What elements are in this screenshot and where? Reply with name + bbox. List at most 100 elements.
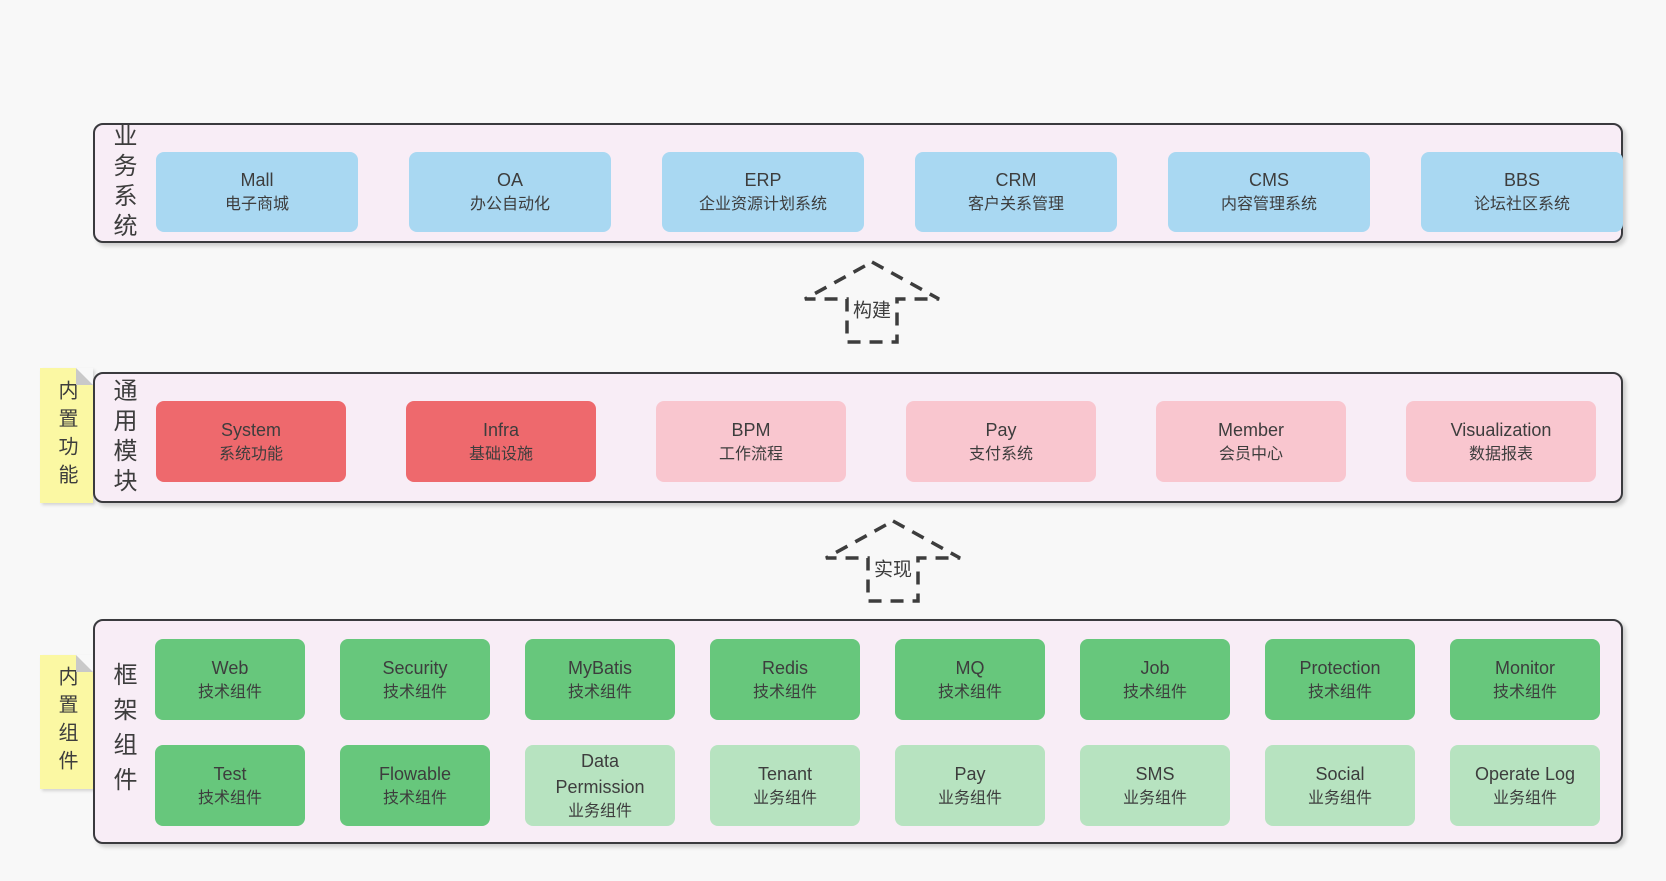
box-flowable: Flowable 技术组件 (340, 745, 490, 826)
sticky-note-builtin-features: 内置功能 (40, 368, 93, 503)
box-sms: SMS 业务组件 (1080, 745, 1230, 826)
layer-label-framework-components: 框架组件 (109, 661, 136, 802)
sticky-note-builtin-components: 内置组件 (40, 655, 93, 789)
box-subtitle: 技术组件 (1307, 683, 1372, 701)
box-test: Test 技术组件 (155, 745, 305, 826)
box-security: Security 技术组件 (340, 639, 490, 720)
layer-label-business-systems: 业务系统 (109, 123, 136, 243)
box-title: Test (213, 763, 247, 784)
arrow-implement: 实现 (823, 518, 963, 604)
module-row: Test 技术组件 Flowable 技术组件 Data Permission … (155, 745, 1600, 826)
layer-framework-components: 框架组件 Web 技术组件 Security 技术组件 MyBatis 技术组件… (93, 619, 1623, 844)
box-subtitle: 技术组件 (382, 789, 447, 807)
box-title: OA (496, 170, 523, 191)
layer-business-systems: 业务系统 Mall 电子商城 OA 办公自动化 ERP 企业资源计划系统 CRM… (93, 123, 1623, 243)
box-title: SMS (1135, 763, 1175, 784)
module-row: System 系统功能 Infra 基础设施 BPM 工作流程 Pay 支付系统… (156, 401, 1596, 482)
layer-label-common-modules: 通用模块 (109, 377, 136, 498)
box-subtitle: 企业资源计划系统 (698, 196, 827, 214)
box-title: ERP (744, 170, 782, 191)
box-system: System 系统功能 (156, 401, 346, 482)
box-crm: CRM 客户关系管理 (915, 152, 1117, 232)
box-title: Web (211, 657, 249, 678)
box-title: Tenant (757, 763, 813, 784)
box-title: Monitor (1494, 657, 1556, 678)
box-erp: ERP 企业资源计划系统 (662, 152, 864, 232)
box-subtitle: 技术组件 (1492, 683, 1557, 701)
box-title: Social (1315, 763, 1365, 784)
sticky-label: 内置组件 (55, 666, 77, 778)
box-mall: Mall 电子商城 (156, 152, 358, 232)
dashed-up-arrow-icon (804, 260, 940, 344)
box-title: Pay (954, 763, 986, 784)
dashed-up-arrow-icon (825, 519, 961, 603)
box-title: CMS (1249, 170, 1289, 191)
box-data-permission: Data Permission 业务组件 (525, 745, 675, 826)
box-subtitle: 基础设施 (468, 445, 533, 463)
box-title: Flowable (378, 763, 452, 784)
box-operate-log: Operate Log 业务组件 (1450, 745, 1600, 826)
box-bbs: BBS 论坛社区系统 (1421, 152, 1623, 232)
box-subtitle: 技术组件 (197, 789, 262, 807)
box-subtitle: 业务组件 (567, 803, 632, 820)
box-title: MQ (955, 657, 985, 678)
box-subtitle: 办公自动化 (469, 196, 550, 214)
box-subtitle: 支付系统 (968, 445, 1033, 463)
box-subtitle: 技术组件 (382, 683, 447, 701)
box-redis: Redis 技术组件 (710, 639, 860, 720)
box-title: Redis (761, 657, 809, 678)
box-subtitle: 技术组件 (197, 683, 262, 701)
box-title: Infra (482, 419, 520, 440)
arrow-label: 构建 (850, 292, 894, 326)
box-title: Data Permission (555, 750, 645, 797)
box-bpm: BPM 工作流程 (656, 401, 846, 482)
box-web: Web 技术组件 (155, 639, 305, 720)
box-subtitle: 论坛社区系统 (1473, 196, 1570, 214)
box-subtitle: 业务组件 (1307, 789, 1372, 807)
box-subtitle: 业务组件 (1122, 789, 1187, 807)
box-member: Member 会员中心 (1156, 401, 1346, 482)
box-job: Job 技术组件 (1080, 639, 1230, 720)
box-subtitle: 业务组件 (752, 789, 817, 807)
layer-common-modules: 通用模块 System 系统功能 Infra 基础设施 BPM 工作流程 Pay… (93, 372, 1623, 503)
box-subtitle: 技术组件 (752, 683, 817, 701)
folded-corner-icon (76, 655, 93, 672)
box-title: Pay (985, 419, 1017, 440)
box-title: System (220, 419, 281, 440)
arrow-label: 实现 (871, 551, 915, 585)
box-visualization: Visualization 数据报表 (1406, 401, 1596, 482)
box-mq: MQ 技术组件 (895, 639, 1045, 720)
box-subtitle: 内容管理系统 (1220, 196, 1317, 214)
box-title: MyBatis (567, 657, 632, 678)
box-title: Visualization (1450, 419, 1552, 440)
box-oa: OA 办公自动化 (409, 152, 611, 232)
box-pay: Pay 支付系统 (906, 401, 1096, 482)
box-title: Member (1217, 419, 1284, 440)
box-subtitle: 技术组件 (937, 683, 1002, 701)
box-subtitle: 系统功能 (218, 445, 283, 463)
box-subtitle: 客户关系管理 (967, 196, 1064, 214)
box-title: Job (1140, 657, 1170, 678)
box-infra: Infra 基础设施 (406, 401, 596, 482)
box-pay-component: Pay 业务组件 (895, 745, 1045, 826)
box-monitor: Monitor 技术组件 (1450, 639, 1600, 720)
box-subtitle: 工作流程 (718, 445, 783, 463)
box-title: Security (382, 657, 448, 678)
box-subtitle: 数据报表 (1468, 445, 1533, 463)
box-subtitle: 技术组件 (567, 683, 632, 701)
box-tenant: Tenant 业务组件 (710, 745, 860, 826)
box-subtitle: 会员中心 (1218, 445, 1283, 463)
box-title: Operate Log (1474, 763, 1576, 784)
box-subtitle: 业务组件 (937, 789, 1002, 807)
box-title: CRM (995, 170, 1037, 191)
box-subtitle: 电子商城 (224, 196, 289, 214)
box-mybatis: MyBatis 技术组件 (525, 639, 675, 720)
box-social: Social 业务组件 (1265, 745, 1415, 826)
box-title: Protection (1299, 657, 1381, 678)
box-protection: Protection 技术组件 (1265, 639, 1415, 720)
box-cms: CMS 内容管理系统 (1168, 152, 1370, 232)
module-row: Web 技术组件 Security 技术组件 MyBatis 技术组件 Redi… (155, 639, 1600, 720)
module-row: Mall 电子商城 OA 办公自动化 ERP 企业资源计划系统 CRM 客户关系… (156, 152, 1623, 232)
box-subtitle: 技术组件 (1122, 683, 1187, 701)
